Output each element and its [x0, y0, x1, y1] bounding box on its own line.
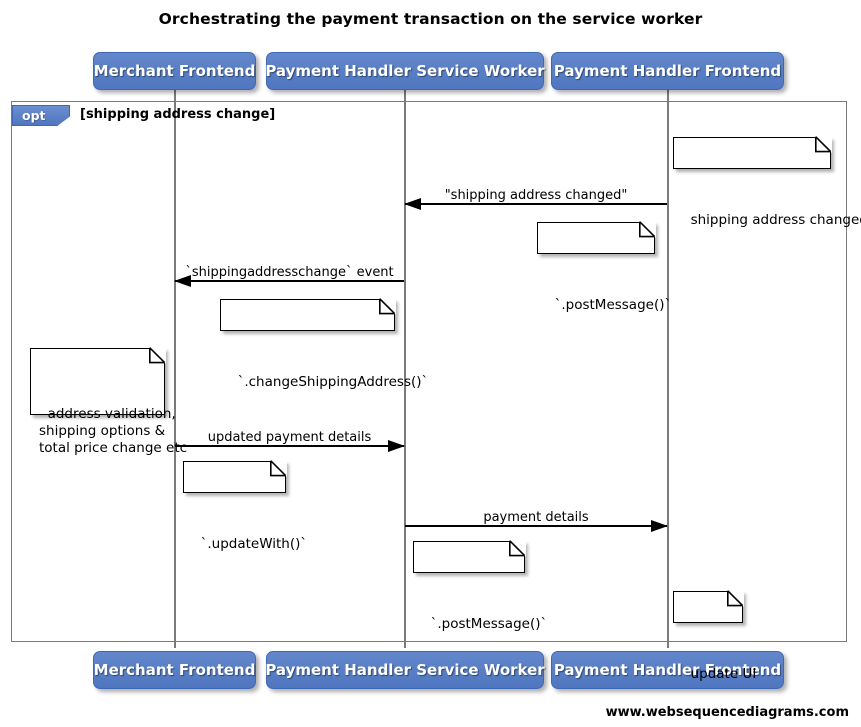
note-fold-mask: [639, 221, 656, 238]
lifeline-payment-handler-frontend: [667, 88, 669, 648]
note-fold-mask: [379, 298, 396, 315]
participant-merchant-frontend-bottom[interactable]: Merchant Frontend: [93, 651, 256, 689]
participant-label: Payment Handler Service Worker: [265, 661, 545, 679]
note-fold-mask: [149, 347, 166, 364]
message-arrow-shippingaddresschange-event: [174, 275, 404, 287]
note-text: `.updateWith()`: [200, 536, 308, 552]
note-update-with: `.updateWith()`: [183, 460, 307, 552]
message-label-payment-details: payment details: [483, 510, 589, 525]
note-shipping-address-changed: shipping address changed: [673, 136, 861, 228]
opt-fragment-tab: opt: [12, 105, 70, 126]
participant-payment-handler-frontend-top[interactable]: Payment Handler Frontend: [551, 52, 784, 90]
participant-label: Payment Handler Service Worker: [265, 62, 545, 80]
participant-payment-handler-service-worker-top[interactable]: Payment Handler Service Worker: [265, 52, 545, 90]
footer-credit: www.websequencediagrams.com: [605, 705, 849, 720]
note-change-shipping-address: `.changeShippingAddress()`: [220, 298, 428, 390]
opt-fragment-guard: [shipping address change]: [80, 107, 276, 122]
message-arrow-shipping-address-changed: [404, 198, 667, 210]
arrowhead-left-icon: [174, 275, 191, 287]
arrowhead-right-icon: [388, 440, 405, 452]
message-label-shipping-address-changed: "shipping address changed": [444, 188, 628, 203]
note-fold-mask: [509, 540, 526, 557]
note-text: shipping address changed: [690, 212, 861, 228]
note-text: address validation, shipping options & t…: [39, 406, 188, 456]
note-post-message-bottom: `.postMessage()`: [413, 540, 547, 632]
note-update-ui: update UI: [673, 590, 756, 682]
note-text: update UI: [690, 666, 757, 682]
note-text: `.postMessage()`: [430, 616, 548, 632]
opt-fragment-frame: [11, 101, 847, 642]
participant-label: Payment Handler Frontend: [553, 661, 782, 679]
message-arrow-updated-payment-details: [175, 440, 405, 452]
participant-payment-handler-frontend-bottom[interactable]: Payment Handler Frontend: [551, 651, 784, 689]
message-label-shippingaddresschange-event: `shippingaddresschange` event: [185, 265, 394, 280]
message-label-updated-payment-details: updated payment details: [207, 430, 372, 445]
participant-label: Merchant Frontend: [93, 661, 256, 679]
lifeline-payment-handler-service-worker: [404, 88, 406, 648]
page-title: Orchestrating the payment transaction on…: [158, 10, 703, 28]
note-text: `.postMessage()`: [554, 297, 672, 313]
participant-label: Merchant Frontend: [93, 62, 256, 80]
note-fold-mask: [815, 136, 832, 153]
participant-payment-handler-service-worker-bottom[interactable]: Payment Handler Service Worker: [265, 651, 545, 689]
message-arrow-payment-details: [405, 520, 668, 532]
lifeline-merchant-frontend: [174, 88, 176, 648]
note-fold-mask: [727, 590, 744, 607]
note-post-message-top: `.postMessage()`: [537, 221, 671, 313]
arrowhead-left-icon: [404, 198, 421, 210]
participant-label: Payment Handler Frontend: [553, 62, 782, 80]
participant-merchant-frontend-top[interactable]: Merchant Frontend: [93, 52, 256, 90]
opt-fragment-tab-label: opt: [22, 108, 46, 123]
note-fold-mask: [270, 460, 287, 477]
arrowhead-right-icon: [651, 520, 668, 532]
note-address-validation: address validation, shipping options & t…: [30, 347, 187, 456]
note-text: `.changeShippingAddress()`: [237, 374, 429, 390]
